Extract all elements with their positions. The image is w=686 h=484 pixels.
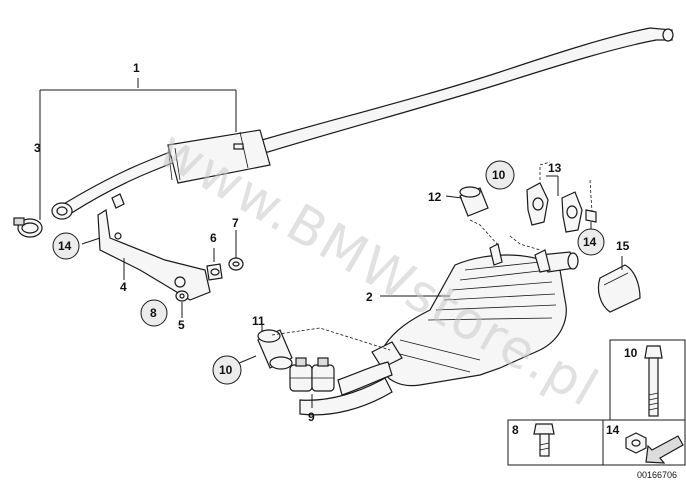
callout-5: 5 <box>178 318 185 332</box>
svg-text:10: 10 <box>219 363 233 377</box>
callout-1: 1 <box>133 61 140 75</box>
connecting-pipe <box>299 361 393 416</box>
callout-8: 8 <box>140 299 168 327</box>
small-hardware <box>175 257 244 302</box>
svg-text:10: 10 <box>492 168 506 182</box>
arrow-icon <box>645 435 684 464</box>
rubber-mount <box>257 329 293 370</box>
rear-muffler <box>371 243 579 387</box>
callout-14-left: 14 <box>52 232 80 260</box>
callout-7: 7 <box>232 216 239 230</box>
callout-12: 12 <box>428 190 442 204</box>
hanger-brackets <box>526 182 597 233</box>
callout-10-right: 10 <box>485 160 515 190</box>
callout-13: 13 <box>548 161 562 175</box>
double-clamp <box>289 357 335 392</box>
svg-text:8: 8 <box>150 306 157 320</box>
panel-label-bolt: 10 <box>624 346 638 360</box>
rubber-mount-small <box>459 186 489 217</box>
callout-9: 9 <box>308 410 315 424</box>
panel-label-screw: 8 <box>512 423 519 437</box>
callout-2: 2 <box>366 290 373 304</box>
bracket <box>97 209 211 301</box>
callout-15: 15 <box>616 239 630 253</box>
callout-6: 6 <box>210 231 217 245</box>
screw-icon <box>533 423 555 457</box>
panel-label-nut: 14 <box>606 423 620 437</box>
exhaust-tip-cover <box>597 264 641 313</box>
callout-4: 4 <box>120 280 127 294</box>
hardware-panel: 10 8 14 00166706 <box>507 339 686 480</box>
pipe-clamp <box>13 217 43 238</box>
callout-3: 3 <box>34 141 41 155</box>
leader-lines <box>39 78 623 408</box>
svg-text:14: 14 <box>583 235 597 249</box>
front-pipe-assembly <box>51 27 674 220</box>
callout-11: 11 <box>252 314 265 328</box>
svg-text:14: 14 <box>58 239 72 253</box>
nut-icon <box>625 432 647 454</box>
callout-10-left: 10 <box>212 355 242 385</box>
callout-14-right: 14 <box>577 228 605 256</box>
diagram-reference-number: 00166706 <box>637 470 677 480</box>
bolt-icon <box>644 345 663 417</box>
